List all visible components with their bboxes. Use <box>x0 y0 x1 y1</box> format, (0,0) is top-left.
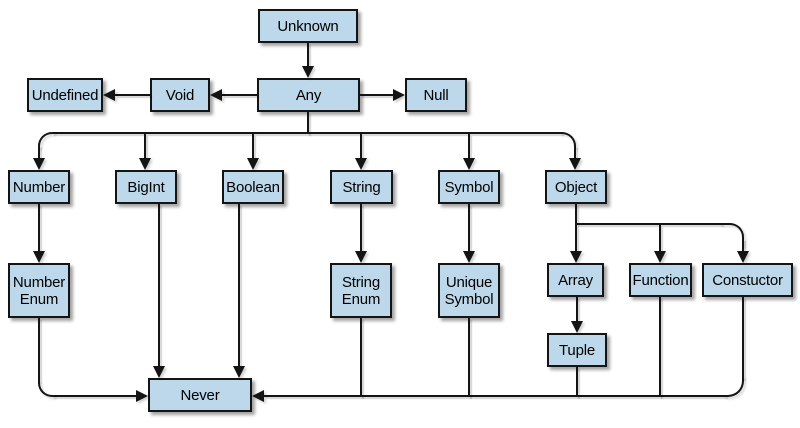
connector-segment <box>252 134 254 159</box>
arrowhead-icon <box>463 251 475 263</box>
connector-segment <box>52 395 136 397</box>
node-unknown: Unknown <box>258 9 358 43</box>
connector-segment <box>360 204 362 252</box>
arrowhead-icon <box>737 251 749 263</box>
arrowhead-icon <box>302 66 314 78</box>
arrowhead-icon <box>153 366 165 378</box>
node-number: Number <box>8 170 70 204</box>
arrowhead-icon <box>103 89 115 101</box>
node-function: Function <box>629 263 692 297</box>
node-void: Void <box>150 78 210 112</box>
connector-corner <box>724 377 744 397</box>
arrowhead-icon <box>33 158 45 170</box>
arrowhead-icon <box>233 366 245 378</box>
node-never: Never <box>148 378 252 412</box>
arrowhead-icon <box>247 158 259 170</box>
arrowhead-icon <box>571 321 583 333</box>
connector-corner <box>720 223 744 247</box>
connector-segment <box>38 318 40 382</box>
connector-segment <box>468 134 470 159</box>
arrowhead-icon <box>252 390 264 402</box>
connector-segment <box>576 223 722 225</box>
connector-segment <box>360 94 393 96</box>
node-unique_symbol: Unique Symbol <box>438 263 500 318</box>
connector-segment <box>468 318 470 397</box>
node-symbol: Symbol <box>438 170 500 204</box>
connector-segment <box>659 225 661 252</box>
connector-segment <box>222 94 257 96</box>
node-any: Any <box>257 78 360 112</box>
connector-corner <box>38 132 54 148</box>
connector-segment <box>307 43 309 68</box>
arrowhead-icon <box>33 251 45 263</box>
connector-segment <box>264 395 726 397</box>
node-number_enum: Number Enum <box>8 263 70 318</box>
arrowhead-icon <box>463 158 475 170</box>
connector-segment <box>742 297 744 379</box>
node-tuple: Tuple <box>547 333 607 367</box>
node-null: Null <box>405 78 467 112</box>
connector-segment <box>307 112 309 134</box>
connector-segment <box>158 204 160 367</box>
connector-corner <box>560 132 576 148</box>
arrowhead-icon <box>569 158 581 170</box>
node-boolean: Boolean <box>222 170 284 204</box>
node-array: Array <box>547 263 604 297</box>
connector-segment <box>360 134 362 159</box>
node-string: String <box>330 170 393 204</box>
node-bigint: BigInt <box>115 170 177 204</box>
connector-segment <box>576 367 578 397</box>
arrowhead-icon <box>570 251 582 263</box>
connector-corner <box>38 381 54 397</box>
arrowhead-icon <box>393 89 405 101</box>
connector-segment <box>574 146 576 159</box>
arrowhead-icon <box>136 390 148 402</box>
connector-segment <box>659 297 661 397</box>
node-undefined: Undefined <box>27 78 103 112</box>
connector-segment <box>115 94 150 96</box>
arrowhead-icon <box>654 251 666 263</box>
connector-segment <box>144 134 146 159</box>
connector-segment <box>360 318 362 397</box>
node-object: Object <box>545 170 607 204</box>
node-constuctor: Constuctor <box>702 263 793 297</box>
arrowhead-icon <box>355 251 367 263</box>
connector-segment <box>38 146 40 159</box>
arrowhead-icon <box>355 158 367 170</box>
connector-segment <box>742 239 744 252</box>
connector-segment <box>52 132 562 134</box>
node-string_enum: String Enum <box>330 263 392 318</box>
connector-segment <box>468 204 470 252</box>
arrowhead-icon <box>139 158 151 170</box>
connector-segment <box>238 204 240 367</box>
connector-segment <box>576 297 578 322</box>
connector-segment <box>38 204 40 252</box>
connector-segment <box>575 204 577 252</box>
arrowhead-icon <box>210 89 222 101</box>
